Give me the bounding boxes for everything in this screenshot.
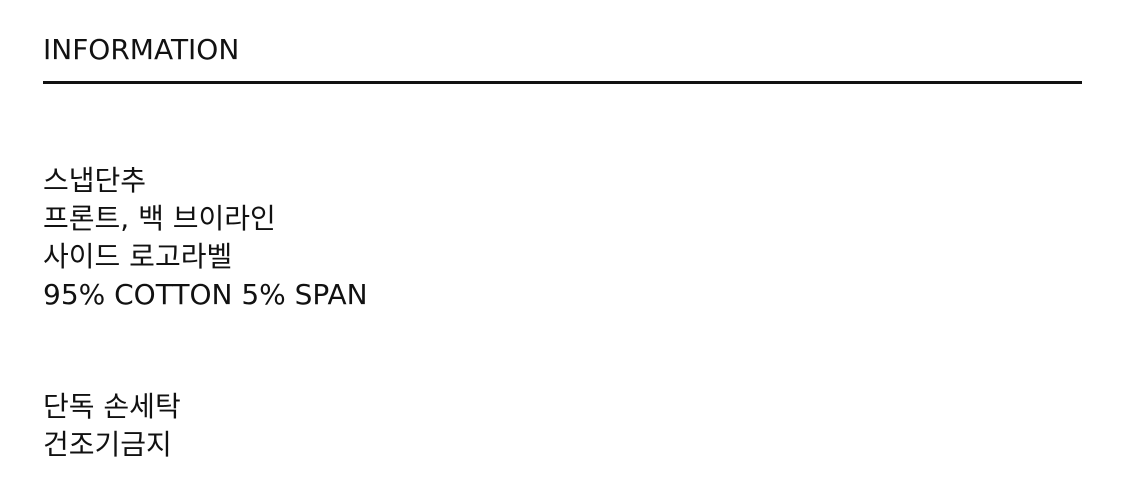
detail-line-material: 95% COTTON 5% SPAN (43, 278, 368, 311)
detail-line-neckline: 프론트, 백 브이라인 (43, 202, 276, 235)
section-divider (43, 81, 1082, 84)
detail-line-label: 사이드 로고라벨 (43, 240, 233, 273)
care-instructions-list: 단독 손세탁 건조기금지 (43, 388, 181, 464)
detail-line-closure: 스냅단추 (43, 164, 147, 197)
care-line-wash: 단독 손세탁 (43, 390, 181, 423)
care-line-dryer: 건조기금지 (43, 428, 172, 461)
section-title: INFORMATION (43, 33, 240, 66)
product-details-list: 스냅단추 프론트, 백 브이라인 사이드 로고라벨 95% COTTON 5% … (43, 162, 368, 314)
